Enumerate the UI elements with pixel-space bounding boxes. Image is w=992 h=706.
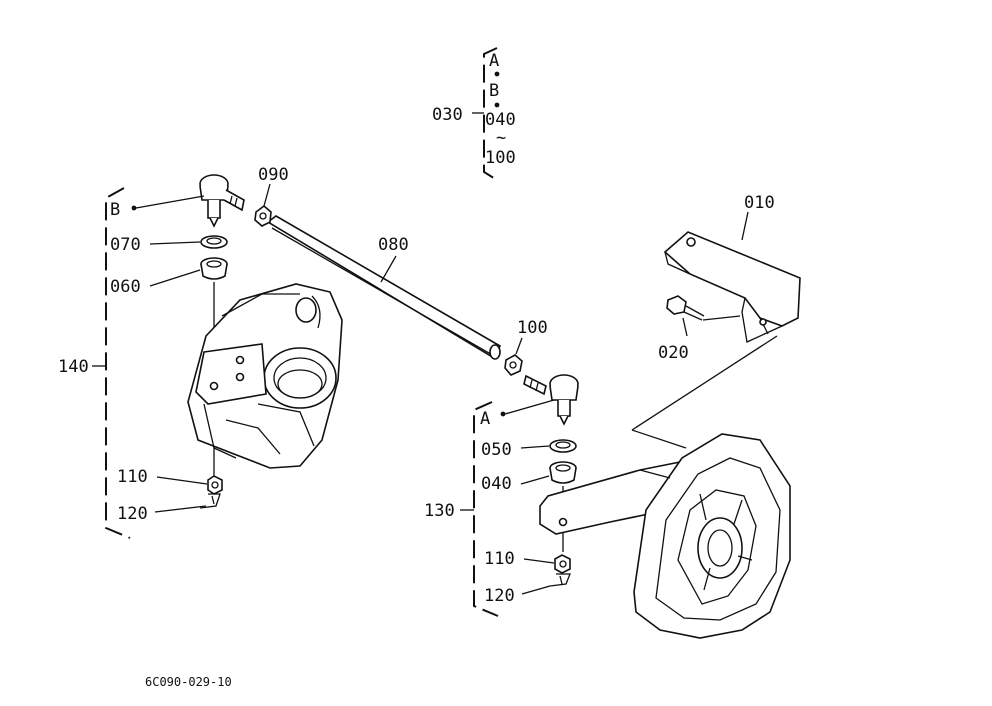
bracket-140: [105, 187, 131, 539]
dot-a-top: [494, 71, 500, 77]
leader-080: [380, 255, 397, 283]
label-070: 070: [110, 235, 141, 255]
bracket-010: [663, 231, 801, 343]
label-050: 050: [481, 440, 512, 460]
leader-040: [520, 475, 550, 485]
leader-010: [741, 211, 749, 241]
nut-090: [254, 204, 272, 227]
leader-020b: [682, 317, 688, 337]
ref-b-top: B: [489, 81, 499, 101]
cotter-pin-120-right: [549, 573, 571, 587]
nut-110-left: [207, 475, 223, 495]
range-tilde: ~: [496, 128, 506, 148]
leader-110-right: [523, 558, 555, 564]
leader-110-left: [156, 476, 208, 485]
cotter-pin-120-left: [199, 493, 221, 509]
knuckle-housing-left: [187, 283, 343, 469]
leader-b-left: [135, 195, 205, 209]
bolt-020: [666, 295, 705, 321]
tie-rod-end-left: [199, 174, 245, 228]
leader-090: [263, 183, 271, 207]
boot-060-left: [200, 257, 228, 280]
label-020: 020: [658, 343, 689, 363]
ref-b-left: B: [110, 200, 120, 220]
leader-050: [520, 445, 550, 449]
label-100: 100: [517, 318, 548, 338]
dot-a-right: [500, 411, 506, 417]
leader-a-right: [504, 399, 555, 415]
leader-070: [149, 241, 201, 245]
label-030: 030: [432, 105, 463, 125]
label-120-right: 120: [484, 586, 515, 606]
label-040: 040: [481, 474, 512, 494]
leader-010-knuckle-b: [631, 429, 687, 449]
range-end: 100: [485, 148, 516, 168]
leader-010-knuckle: [631, 335, 778, 431]
knuckle-hub-right: [539, 433, 791, 639]
label-130: 130: [424, 501, 455, 521]
seal-050-right: [549, 439, 577, 453]
nut-100: [504, 354, 523, 376]
nut-110-right: [554, 554, 571, 574]
ref-a-right: A: [480, 409, 490, 429]
seal-070-left: [200, 235, 228, 249]
range-start: 040: [485, 110, 516, 130]
label-090: 090: [258, 165, 289, 185]
bracket-130: [473, 401, 499, 617]
label-120-left: 120: [117, 504, 148, 524]
label-080: 080: [378, 235, 409, 255]
ref-a-top: A: [489, 51, 499, 71]
dot-b-top: [494, 102, 500, 108]
drawing-code: 6C090-029-10: [145, 675, 232, 689]
tie-rod-080: [266, 215, 502, 360]
leader-120-right: [521, 585, 551, 595]
tie-rod-end-right: [523, 374, 579, 426]
leader-120-left: [154, 505, 207, 513]
leader-100: [515, 337, 523, 355]
leader-060: [149, 269, 201, 287]
label-110-right: 110: [484, 549, 515, 569]
label-110-left: 110: [117, 467, 148, 487]
label-140: 140: [58, 357, 89, 377]
boot-040-right: [549, 461, 577, 484]
label-010: 010: [744, 193, 775, 213]
dot-b-left: [131, 205, 137, 211]
group-030-bracket: [472, 47, 498, 181]
label-060: 060: [110, 277, 141, 297]
leader-020: [702, 315, 741, 321]
